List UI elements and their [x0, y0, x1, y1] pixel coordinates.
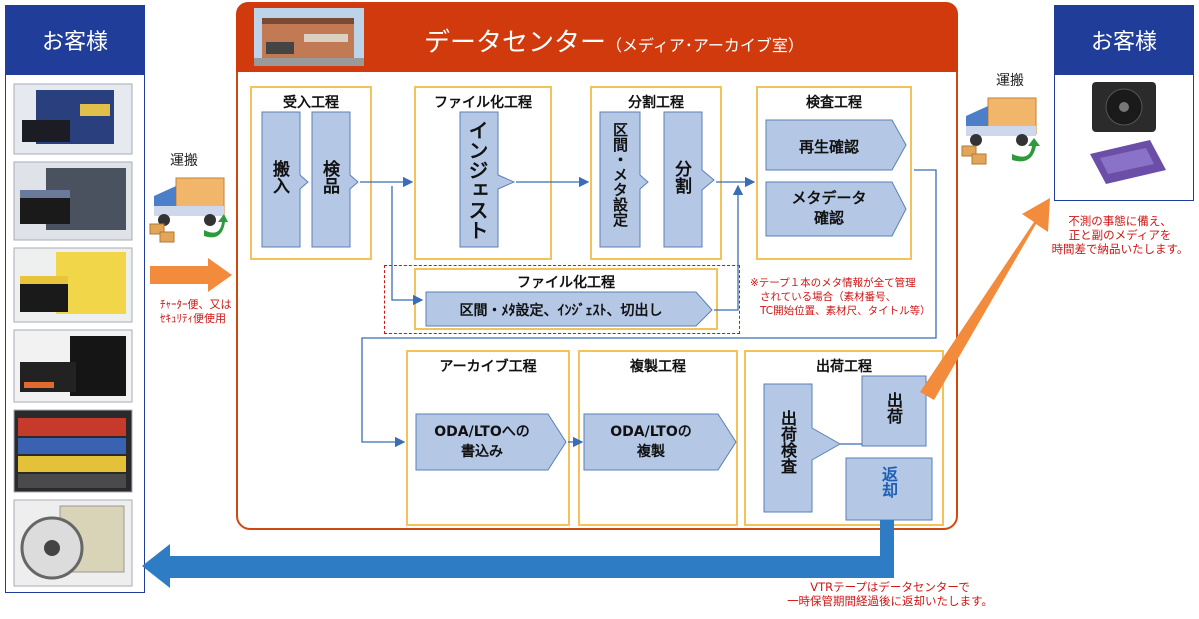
file2-step1-label: 区間・ﾒﾀ設定、ｲﾝｼﾞｪｽﾄ、切出し — [459, 303, 663, 319]
receive-step2-box — [311, 111, 359, 248]
archive-step1-line2: 書込み — [461, 444, 503, 460]
receive-step1-label: 搬入 — [269, 160, 289, 194]
return-arrow-icon — [1012, 138, 1040, 162]
stage-file2-title: ファイル化工程 — [517, 275, 615, 291]
meta-note-line1: ※テープ１本のメタ情報が全て管理 — [750, 277, 916, 289]
optical-disc-photo — [1090, 82, 1166, 184]
right-note: 不測の事態に備え、 正と副のメディアを 時間差で納品いたします。 — [1030, 214, 1199, 256]
right-customer-title: お客様 — [1054, 5, 1194, 75]
split-step2-label: 分割 — [671, 160, 691, 194]
connector-to-file2 — [391, 186, 424, 306]
tape-photo — [13, 499, 133, 587]
datacenter-header: データセンター（メディア･アーカイブ室） — [236, 2, 958, 72]
bottom-note-line2: 一時保管期間経過後に返却いたします。 — [787, 594, 993, 608]
inspect-step1-box — [765, 119, 907, 171]
inspect-step2-box — [765, 181, 907, 237]
stage-file2 — [384, 265, 740, 334]
split-step2-box — [663, 111, 715, 248]
right-note-line3: 時間差で納品いたします。 — [1051, 242, 1189, 256]
inspect-step2-line2: 確認 — [813, 209, 844, 227]
left-transport-label: 運搬 — [170, 153, 198, 169]
ship-step3-label: 返却 — [879, 466, 898, 498]
copy-step1-box — [583, 413, 737, 471]
stage-receive-title: 受入工程 — [283, 95, 339, 111]
stage-inspect-title: 検査工程 — [806, 95, 862, 111]
left-note-line2: ｾｷｭﾘﾃｨ便使用 — [160, 312, 226, 325]
stage-copy-title: 複製工程 — [630, 359, 686, 375]
left-note-line1: ﾁｬｰﾀｰ便、又は — [160, 298, 232, 311]
connector-inspect-archive — [361, 169, 937, 448]
file2-step1-box — [425, 291, 713, 327]
bottom-note-line1: VTRテープはデータセンターで — [810, 580, 970, 594]
tape-photo — [13, 161, 133, 241]
datacenter-name: データセンター — [424, 28, 607, 58]
copy-step1-line2: 複製 — [637, 444, 665, 460]
truck-icon — [149, 177, 228, 243]
orange-arrow-right — [920, 198, 1050, 400]
split-step1-box — [599, 111, 649, 248]
stage-archive-title: アーカイブ工程 — [439, 359, 537, 375]
ship-step1-box — [763, 383, 842, 513]
ship-step2-box — [861, 375, 927, 447]
tape-photo-stack — [13, 83, 133, 587]
archive-step1-label: ODA/LTOへの 書込み — [416, 422, 548, 462]
stage-ship-title: 出荷工程 — [816, 359, 872, 375]
meta-note-line3: TC開始位置、素材尺、タイトル等） — [760, 305, 931, 317]
inspect-step2-line1: メタデータ — [791, 189, 867, 207]
copy-step1-label: ODA/LTOの 複製 — [584, 422, 718, 462]
stage-split-title: 分割工程 — [628, 95, 684, 111]
right-transport-label: 運搬 — [996, 73, 1024, 89]
return-arrow-icon — [204, 214, 228, 238]
return-arrow — [142, 520, 894, 588]
inspect-step1-label: 再生確認 — [798, 138, 859, 156]
inspect-step2-label: メタデータ 確認 — [766, 188, 892, 228]
tape-photo — [13, 329, 133, 403]
file-step1-box — [459, 111, 516, 248]
ship-step3-box — [845, 457, 933, 521]
truck-icon — [961, 97, 1040, 165]
meta-note: ※テープ１本のメタ情報が全て管理 されている場合（素材番号、 TC開始位置、素材… — [750, 276, 955, 318]
datacenter-subtitle: （メディア･アーカイブ室） — [606, 36, 804, 55]
receive-step1-box — [261, 111, 309, 248]
receive-step2-label: 検品 — [319, 160, 339, 194]
archive-step1-line1: ODA/LTOへの — [434, 424, 530, 440]
file-step1-label: インジェスト — [465, 120, 489, 240]
building-photo — [254, 8, 364, 66]
connector-file2-inspect — [714, 184, 744, 311]
right-note-line2: 正と副のメディアを — [1068, 228, 1172, 242]
archive-step1-box — [415, 413, 567, 471]
tape-photo — [13, 409, 133, 493]
transport-arrow-left — [150, 258, 232, 292]
ship-step2-label: 出荷 — [884, 392, 903, 424]
meta-note-line2: されている場合（素材番号、 — [760, 291, 897, 303]
right-note-line1: 不測の事態に備え、 — [1068, 214, 1172, 228]
left-transport-note: ﾁｬｰﾀｰ便、又は ｾｷｭﾘﾃｨ便使用 — [160, 298, 250, 326]
split-step1-label: 区間・メタ設定 — [611, 122, 629, 227]
left-customer-title: お客様 — [5, 5, 145, 75]
bottom-note: VTRテープはデータセンターで 一時保管期間経過後に返却いたします。 — [740, 580, 1040, 608]
tape-photo — [13, 247, 133, 323]
ship-step1-label: 出荷検査 — [778, 410, 797, 474]
tape-photo — [13, 83, 133, 155]
copy-step1-line1: ODA/LTOの — [610, 424, 692, 440]
stage-file-title: ファイル化工程 — [434, 95, 532, 111]
datacenter-title: データセンター（メディア･アーカイブ室） — [424, 22, 804, 59]
